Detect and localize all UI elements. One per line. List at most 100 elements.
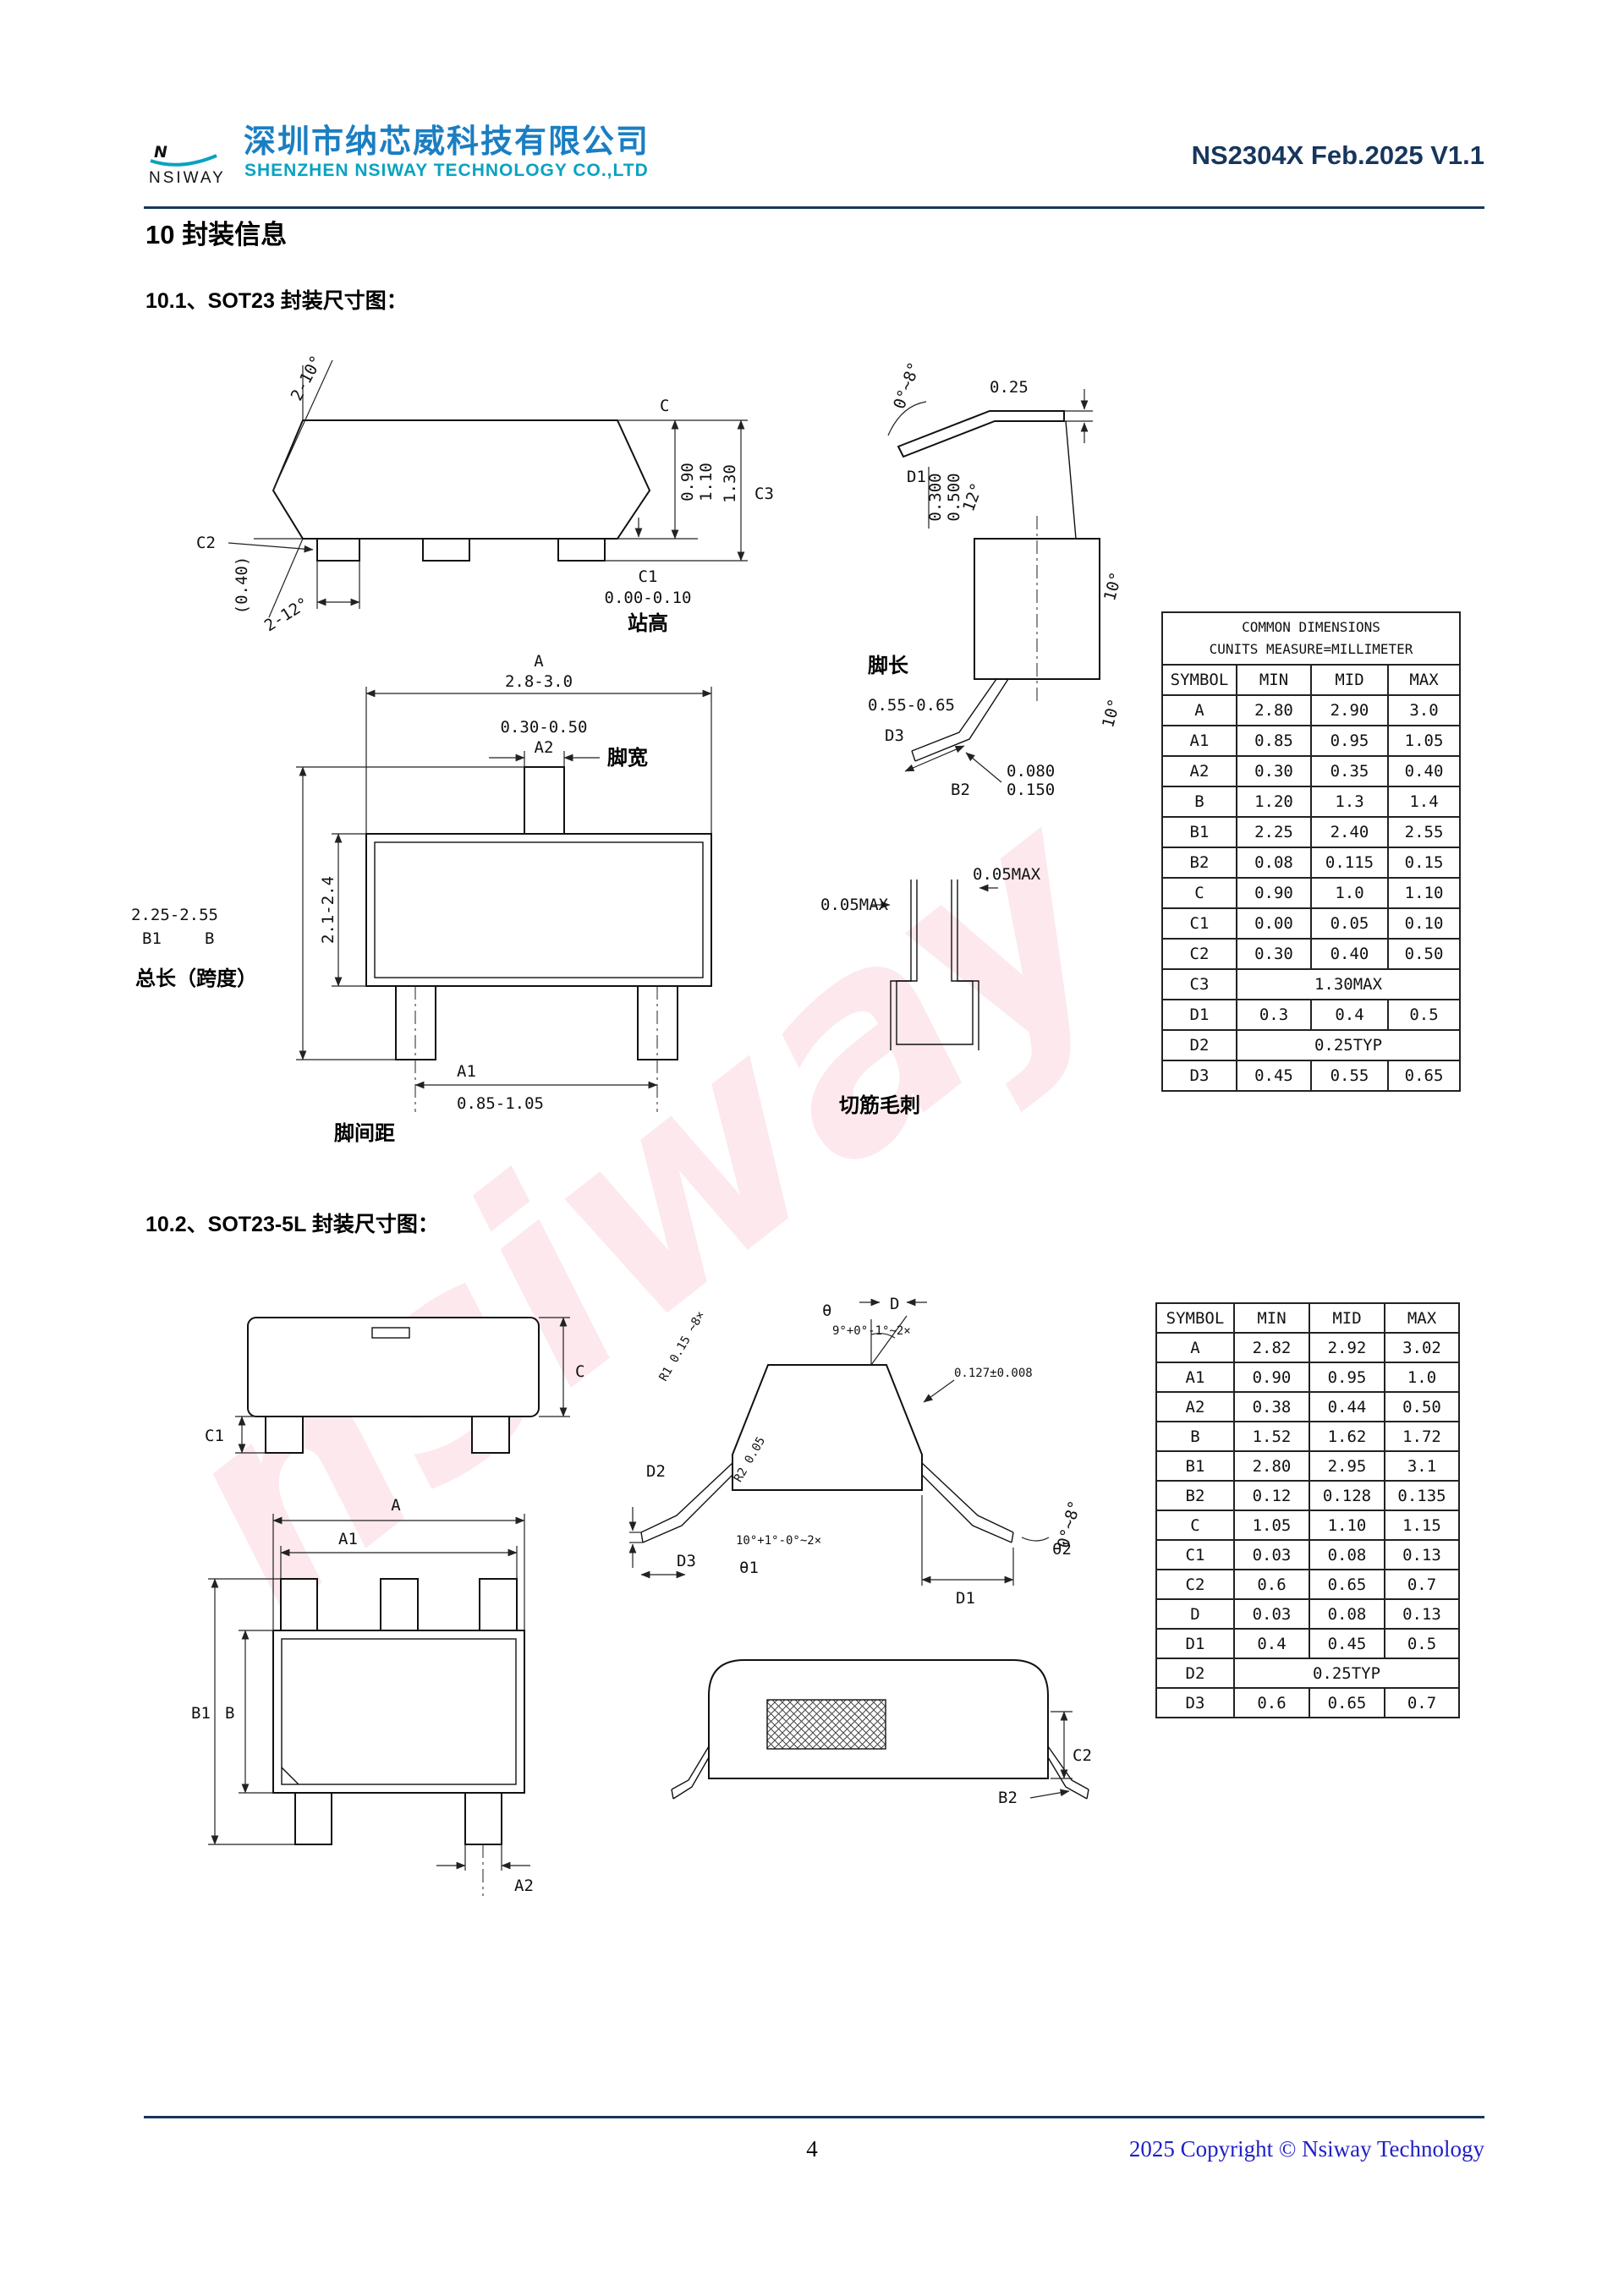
table-title: COMMON DIMENSIONS CUNITS MEASURE=MILLIME… bbox=[1160, 611, 1462, 666]
dim-angle-10-bottom: 10° bbox=[1099, 697, 1124, 730]
dim-c3-value: 1.30 bbox=[721, 464, 739, 503]
dim-040-ref: (0.40) bbox=[233, 556, 251, 615]
dim-angle-10-top: 10° bbox=[1100, 570, 1126, 603]
dim-cell: 1.0 bbox=[1310, 877, 1389, 909]
dim-cell: 0.5 bbox=[1386, 999, 1462, 1031]
dim-cell: 0.65 bbox=[1309, 1687, 1385, 1718]
dim-cell: 0.15 bbox=[1386, 847, 1462, 879]
dim-a1: A1 bbox=[338, 1530, 358, 1548]
package-body bbox=[272, 1630, 525, 1794]
dim-cell: 1.4 bbox=[1386, 786, 1462, 818]
table-title-line1: COMMON DIMENSIONS bbox=[1242, 619, 1380, 636]
dim-cell: C bbox=[1155, 1510, 1235, 1541]
footer-rule bbox=[144, 2116, 1484, 2118]
dim-cell: D2 bbox=[1155, 1658, 1235, 1689]
dim-cell: 0.7 bbox=[1384, 1687, 1460, 1718]
col-symbol: SYMBOL bbox=[1155, 1302, 1235, 1334]
dim-a2-range: 0.30-0.50 bbox=[501, 718, 588, 737]
dim-cell: 0.03 bbox=[1233, 1539, 1310, 1570]
dim-theta: θ bbox=[822, 1301, 831, 1320]
dim-cell: 0.13 bbox=[1384, 1539, 1460, 1570]
dim-angle-bottom-note: 10°+1°-0°~2× bbox=[736, 1534, 821, 1548]
dim-a1-range: 0.85-1.05 bbox=[457, 1094, 544, 1113]
dim-b1-range: 2.25-2.55 bbox=[131, 906, 218, 924]
dim-cell: 1.62 bbox=[1309, 1421, 1385, 1452]
dim-theta1: θ1 bbox=[739, 1559, 759, 1577]
dim-cell: D3 bbox=[1161, 1060, 1237, 1092]
company-name-cn: 深圳市纳芯威科技有限公司 bbox=[244, 124, 650, 160]
dim-b1: B1 bbox=[191, 1704, 211, 1723]
logo-name: NSIWAY bbox=[149, 169, 226, 187]
dim-lead-thickness: 0.25 bbox=[990, 378, 1029, 397]
dim-cell: 2.92 bbox=[1309, 1332, 1385, 1363]
dim-cell: 0.4 bbox=[1233, 1628, 1310, 1659]
dim-r1: R1 0.15 ~8× bbox=[656, 1309, 707, 1384]
sot23-dimension-table: COMMON DIMENSIONS CUNITS MEASURE=MILLIME… bbox=[1160, 611, 1462, 1092]
dim-b1: B1 bbox=[142, 929, 162, 948]
dim-cell: 0.38 bbox=[1233, 1391, 1310, 1422]
logo-letter: N bbox=[154, 143, 167, 162]
table-header-row: SYMBOL MIN MID MAX bbox=[1161, 664, 1462, 696]
dim-cell: 1.10 bbox=[1309, 1510, 1385, 1541]
dim-angle-top-note: 9°+0°-1°~2× bbox=[832, 1324, 911, 1338]
table-header-row: SYMBOL MIN MID MAX bbox=[1155, 1302, 1460, 1334]
dim-cell: B1 bbox=[1161, 816, 1237, 848]
dim-cell: 0.45 bbox=[1236, 1060, 1312, 1092]
section-title: 10 封装信息 bbox=[145, 220, 288, 249]
dim-d1: D1 bbox=[907, 468, 926, 486]
dim-c-max: 1.10 bbox=[697, 463, 716, 501]
dim-cell: 2.82 bbox=[1233, 1332, 1310, 1363]
dim-cell: 1.20 bbox=[1236, 786, 1312, 818]
sot23-side-view-drawing: 2-10° C 0.90 1.10 1.30 C3 C2 (0.40) 2-12… bbox=[196, 355, 774, 635]
dim-cell: 1.0 bbox=[1384, 1362, 1460, 1393]
dim-cell: 0.08 bbox=[1236, 847, 1312, 879]
dim-c2: C2 bbox=[1073, 1746, 1092, 1765]
dim-cell: 0.4 bbox=[1310, 999, 1389, 1031]
dim-cell: A2 bbox=[1155, 1391, 1235, 1422]
dim-cell: 0.115 bbox=[1310, 847, 1389, 879]
sot23-5l-lead-profile-drawing: θ 9°+0°-1°~2× D 0.127±0.008 R1 0.15 ~8× … bbox=[628, 1295, 1084, 1608]
dim-cell: A1 bbox=[1161, 725, 1237, 757]
dim-a: A bbox=[534, 652, 544, 671]
subsection-title-sot23-5l: 10.2、SOT23-5L 封装尺寸图： bbox=[145, 1213, 439, 1236]
dim-cell: 0.85 bbox=[1236, 725, 1312, 757]
dim-cell: D1 bbox=[1161, 999, 1237, 1031]
dim-c-min: 0.90 bbox=[678, 463, 697, 501]
company-name-en: SHENZHEN NSIWAY TECHNOLOGY CO.,LTD bbox=[244, 161, 649, 180]
dim-cell: 0.128 bbox=[1309, 1480, 1385, 1511]
dim-a2: A2 bbox=[535, 738, 554, 757]
dim-cell: 0.10 bbox=[1386, 907, 1462, 940]
dim-b2-max: 0.150 bbox=[1007, 781, 1055, 799]
col-min: MIN bbox=[1236, 664, 1312, 696]
dim-cell: 1.15 bbox=[1384, 1510, 1460, 1541]
dim-cell: C bbox=[1161, 877, 1237, 909]
dim-cell: 0.08 bbox=[1309, 1539, 1385, 1570]
dim-tolerance: 0.127±0.008 bbox=[954, 1367, 1033, 1380]
dim-d2: D2 bbox=[646, 1462, 666, 1481]
dim-cell: 2.90 bbox=[1310, 694, 1389, 726]
dim-cell: 2.80 bbox=[1236, 694, 1312, 726]
dim-theta2: θ2 bbox=[1052, 1540, 1072, 1559]
dim-cell: 0.30 bbox=[1236, 755, 1312, 787]
dim-cell: 1.72 bbox=[1384, 1421, 1460, 1452]
header-rule bbox=[144, 206, 1484, 209]
page-number: 4 bbox=[806, 2136, 818, 2162]
dim-cell: 0.50 bbox=[1386, 938, 1462, 970]
dim-cell: 0.3 bbox=[1236, 999, 1312, 1031]
dim-angle-bottom: 2-12° bbox=[261, 594, 312, 635]
dim-cell: 1.3 bbox=[1310, 786, 1389, 818]
dim-cell: 0.05 bbox=[1310, 907, 1389, 940]
